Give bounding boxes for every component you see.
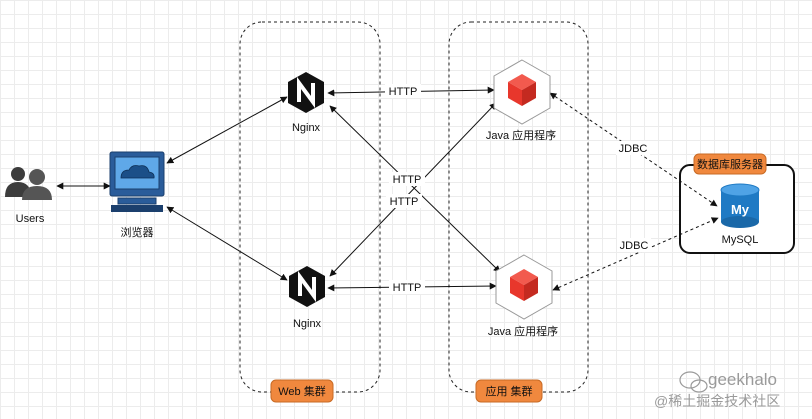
svg-text:Users: Users <box>16 213 45 225</box>
svg-text:@稀土掘金技术社区: @稀土掘金技术社区 <box>654 393 780 409</box>
watermark: geekhalo @稀土掘金技术社区 <box>654 370 780 409</box>
svg-text:Nginx: Nginx <box>293 318 322 330</box>
svg-text:HTTP: HTTP <box>389 86 418 98</box>
svg-text:Java 应用程序: Java 应用程序 <box>488 324 558 338</box>
edge-label-http-cross-1: HTTP <box>389 172 425 186</box>
edge-browser-nginx-top <box>166 96 288 164</box>
web-cluster-box <box>239 21 381 393</box>
svg-text:Web 集群: Web 集群 <box>278 384 325 398</box>
edge-nginx-top-java-bottom <box>329 105 501 273</box>
edge-nginx-bottom-java-top <box>329 102 497 277</box>
svg-text:HTTP: HTTP <box>393 174 422 186</box>
java-top-node: Java 应用程序 <box>486 59 556 142</box>
nginx-icon <box>288 72 324 113</box>
mysql-node: My MySQL <box>720 183 760 246</box>
svg-text:Nginx: Nginx <box>292 122 321 134</box>
svg-text:JDBC: JDBC <box>620 240 649 252</box>
nginx-top-node: Nginx <box>288 72 324 134</box>
svg-text:HTTP: HTTP <box>393 282 422 294</box>
edge-label-jdbc-bottom: JDBC <box>617 238 651 252</box>
edge-label-http-bottom: HTTP <box>389 280 425 294</box>
svg-text:JDBC: JDBC <box>619 143 648 155</box>
cube-icon <box>495 254 553 320</box>
browser-monitor-icon <box>109 151 165 212</box>
java-bottom-node: Java 应用程序 <box>488 254 558 338</box>
edge-browser-nginx-bottom <box>166 206 288 281</box>
wechat-icon <box>679 371 708 393</box>
browser-node: 浏览器 <box>109 151 165 239</box>
svg-text:应用 集群: 应用 集群 <box>485 384 532 398</box>
nginx-bottom-node: Nginx <box>289 266 325 330</box>
svg-text:浏览器: 浏览器 <box>121 225 154 239</box>
cube-icon <box>493 59 551 125</box>
edge-label-http-cross-2: HTTP <box>386 194 422 208</box>
web-cluster-tag: Web 集群 <box>270 379 334 403</box>
svg-text:HTTP: HTTP <box>390 196 419 208</box>
svg-text:MySQL: MySQL <box>722 234 759 246</box>
edge-label-http-top: HTTP <box>385 84 421 98</box>
edge-java-bottom-mysql <box>552 217 719 291</box>
edge-label-jdbc-top: JDBC <box>616 141 650 155</box>
svg-text:My: My <box>731 202 750 217</box>
edge-java-top-mysql <box>549 92 718 207</box>
svg-text:数据库服务器: 数据库服务器 <box>697 157 763 171</box>
users-icon <box>5 167 52 200</box>
nginx-icon <box>289 266 325 307</box>
users-node: Users <box>5 167 52 225</box>
svg-text:geekhalo: geekhalo <box>708 370 777 389</box>
database-icon: My <box>720 183 760 228</box>
app-cluster-tag: 应用 集群 <box>475 379 543 403</box>
svg-text:Java 应用程序: Java 应用程序 <box>486 128 556 142</box>
db-server-tag: 数据库服务器 <box>693 153 767 175</box>
